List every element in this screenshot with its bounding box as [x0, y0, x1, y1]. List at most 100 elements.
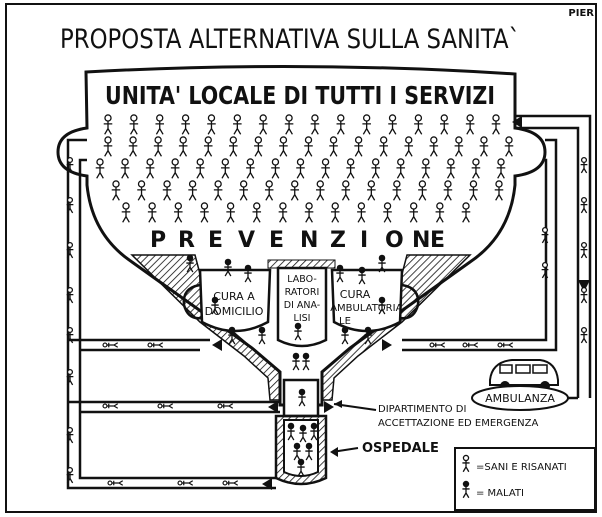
sick-figures: [186, 254, 386, 477]
healthy-person: [284, 114, 294, 135]
healthy-person: [221, 158, 230, 179]
lab-label-1: LABO-: [287, 274, 317, 285]
sick-person: [310, 422, 318, 441]
arrow-left-icon: [330, 447, 338, 457]
healthy-person: [371, 158, 380, 179]
returning-person: [177, 480, 194, 486]
ambulance-label: AMBULANZA: [485, 392, 555, 405]
page-title: PROPOSTA ALTERNATIVA SULLA SANITA`: [60, 24, 520, 55]
walking-person: [580, 326, 588, 344]
healthy-person: [321, 158, 330, 179]
healthy-person: [491, 114, 501, 135]
healthy-person: [362, 114, 371, 135]
healthy-person: [162, 180, 172, 201]
healthy-person: [188, 180, 197, 201]
prevention-letter: I: [360, 228, 368, 253]
arrow-left-icon: [268, 401, 278, 413]
sick-person: [378, 254, 386, 273]
walking-person: [66, 326, 74, 344]
outpatient-label-3: LE: [339, 316, 351, 327]
walking-person: [66, 286, 74, 304]
healthy-person: [129, 114, 139, 135]
healthy-person: [330, 202, 340, 223]
walking-person: [580, 156, 588, 174]
healthy-person: [174, 202, 183, 223]
prevention-letter: E: [208, 228, 223, 253]
outpatient-cup: CURA AMBULATORIA- LE: [330, 268, 420, 333]
healthy-person: [396, 158, 406, 179]
sick-person: [258, 326, 266, 345]
prevention-label: P R E V E N Z I O N E: [150, 228, 445, 253]
healthy-person: [404, 136, 414, 157]
walking-person: [66, 196, 74, 214]
prevention-letter: N: [412, 228, 430, 253]
sick-person: [293, 442, 301, 461]
prevention-letter: O: [385, 228, 404, 253]
sick-person: [462, 480, 470, 499]
healthy-person: [471, 158, 481, 179]
walking-person: [541, 261, 549, 279]
emergency-label-1: DIPARTIMENTO DI: [378, 404, 466, 415]
healthy-person: [200, 202, 209, 223]
healthy-person: [296, 158, 305, 179]
healthy-person: [304, 136, 313, 157]
lab-lid: [267, 259, 336, 269]
returning-person: [462, 342, 479, 348]
healthy-person: [207, 114, 216, 135]
arrow-right-icon: [512, 116, 522, 128]
healthy-person: [421, 158, 431, 179]
walking-person: [66, 241, 74, 259]
healthy-person: [254, 136, 263, 157]
healthy-person: [147, 202, 157, 223]
healthy-person: [496, 158, 506, 179]
return-channels-right: [402, 114, 592, 400]
walking-person: [580, 196, 588, 214]
healthy-person: [341, 180, 351, 201]
returning-person: [102, 403, 119, 409]
emergency-label-2: ACCETTAZIONE ED EMERGENZA: [378, 418, 539, 429]
healthy-person: [446, 158, 456, 179]
arrow-right-icon: [382, 339, 392, 351]
healthy-person: [504, 136, 514, 157]
healthy-person: [414, 114, 423, 135]
sick-person: [244, 264, 252, 283]
healthy-person: [279, 136, 288, 157]
home-care-cup: CURA A DOMICILIO: [182, 268, 272, 333]
healthy-person: [170, 158, 180, 179]
sick-person: [186, 254, 194, 273]
healthy-person: [229, 136, 238, 157]
healthy-person: [469, 180, 478, 201]
sick-person: [364, 326, 372, 345]
healthy-person: [258, 114, 268, 135]
healthy-person: [409, 202, 418, 223]
healthy-person: [392, 180, 402, 201]
ambulance: AMBULANZA: [471, 359, 569, 411]
healthy-person: [336, 114, 346, 135]
prevention-letter: R: [178, 228, 195, 253]
outpatient-label-2: AMBULATORIA-: [330, 303, 406, 314]
healthy-person: [310, 114, 320, 135]
healthy-person: [494, 180, 504, 201]
sick-person: [302, 352, 310, 371]
healthy-person: [278, 202, 288, 223]
sick-person: [228, 326, 236, 345]
channel-figures: [66, 156, 588, 486]
outpatient-label-1: CURA: [340, 288, 371, 301]
healthy-crowd: [95, 114, 514, 223]
healthy-person: [95, 158, 105, 179]
healthy-person: [429, 136, 439, 157]
prevention-letter: Z: [330, 228, 346, 253]
sick-person: [299, 424, 307, 443]
healthy-person: [233, 114, 242, 135]
emergency-department: [282, 378, 320, 418]
healthy-person: [357, 202, 366, 223]
prevention-letter: N: [300, 228, 318, 253]
lab-label-4: LISI: [294, 313, 311, 324]
returning-person: [429, 342, 446, 348]
healthy-person: [354, 136, 363, 157]
sick-person: [305, 442, 313, 461]
healthy-person: [103, 136, 113, 157]
home-care-label-2: DOMICILIO: [205, 305, 264, 318]
lab-label-3: DI ANA-: [284, 300, 320, 311]
healthy-person: [128, 136, 138, 157]
